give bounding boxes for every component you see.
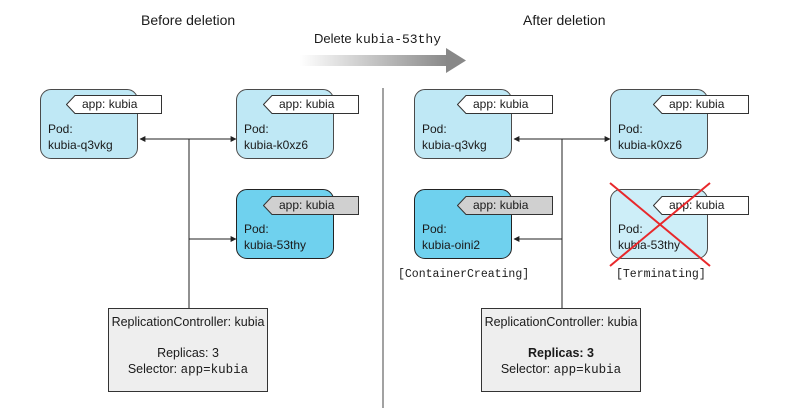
rc-title: ReplicationController: kubia (484, 315, 638, 329)
pod-prefix: Pod: (244, 222, 269, 236)
pod-label-tag: app: kubia (66, 95, 162, 114)
deleted-cross-icon (609, 182, 711, 267)
before-title: Before deletion (141, 12, 236, 28)
after-title: After deletion (523, 12, 606, 28)
rc-replicas: Replicas: 3 (157, 346, 219, 360)
rc-replicas: Replicas: 3 (527, 346, 594, 360)
pod-name: kubia-oini2 (422, 238, 481, 252)
pod-label-tag: app: kubia (457, 196, 553, 215)
pod-prefix: Pod: (618, 222, 643, 236)
pod-name: kubia-k0xz6 (244, 138, 309, 152)
pod-label-tag: app: kubia (457, 95, 553, 114)
pod-label-tag: app: kubia (653, 95, 749, 114)
pod-name: kubia-53thy (618, 238, 681, 252)
pod-name: kubia-53thy (244, 238, 307, 252)
pod-prefix: Pod: (422, 222, 447, 236)
pod-prefix: Pod: (618, 122, 643, 136)
pod-name: kubia-k0xz6 (618, 138, 683, 152)
pod-name: kubia-q3vkg (48, 138, 113, 152)
right-connectors (513, 136, 611, 308)
pod-prefix: Pod: (422, 122, 447, 136)
transition-arrow (300, 48, 466, 73)
pod-prefix: Pod: (244, 122, 269, 136)
rc-title: ReplicationController: kubia (111, 315, 265, 329)
rc-selector: Selector: app=kubia (127, 362, 249, 377)
replication-controller-box[interactable]: ReplicationController: kubia Replicas: 3… (108, 308, 268, 392)
pod-prefix: Pod: (48, 122, 73, 136)
rc-selector: Selector: app=kubia (500, 362, 622, 377)
pod-name: kubia-q3vkg (422, 138, 487, 152)
replication-controller-box[interactable]: ReplicationController: kubia Replicas: 3… (481, 308, 641, 392)
deleted-pod-name: kubia-53thy (355, 32, 442, 47)
container-creating-status: [ContainerCreating] (398, 268, 530, 281)
terminating-status: [Terminating] (616, 268, 706, 281)
pod-label-tag: app: kubia (263, 196, 359, 215)
delete-action-label: Delete kubia-53thy (314, 31, 441, 47)
pod-label-tag: app: kubia (263, 95, 359, 114)
left-connectors (139, 136, 237, 308)
delete-prefix: Delete (314, 31, 356, 46)
